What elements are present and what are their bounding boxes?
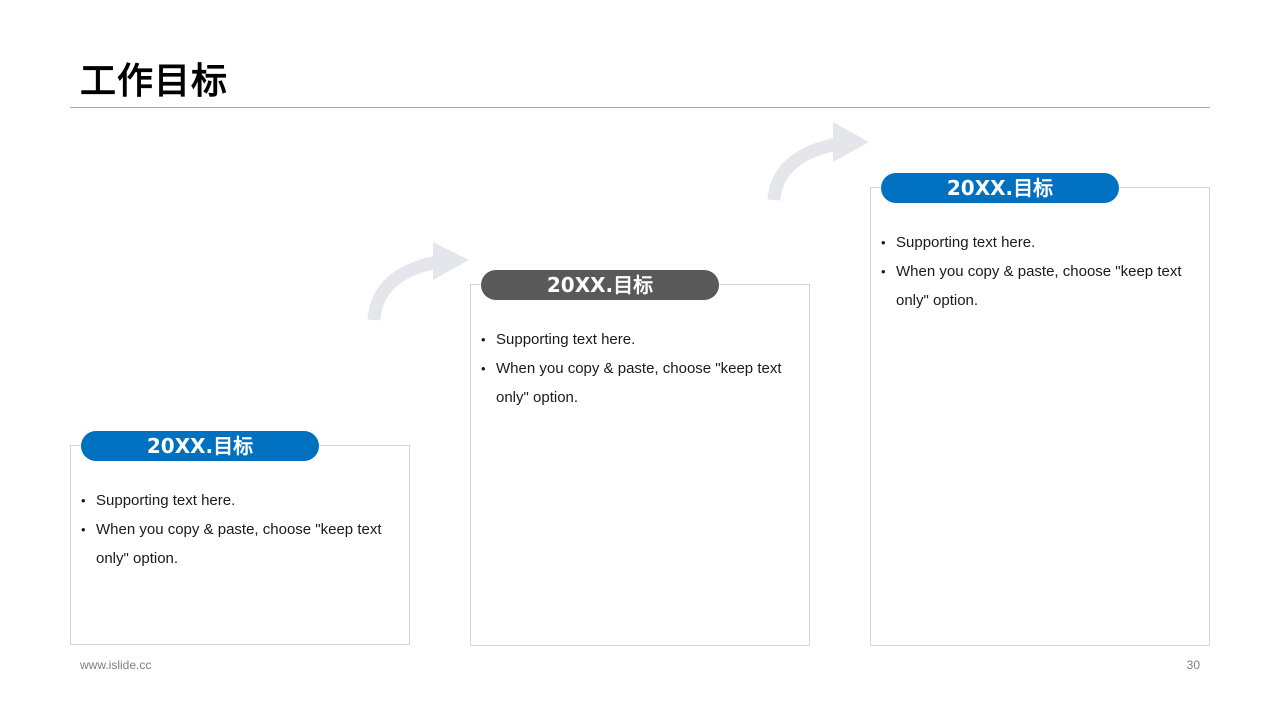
bullet-text: Supporting text here. bbox=[896, 234, 1036, 251]
goal-label-pill: 20XX.目标 bbox=[481, 270, 719, 300]
bullet-item: • Supporting text here. bbox=[881, 228, 1203, 257]
curved-arrow-icon bbox=[767, 122, 869, 201]
goal-bullet-list: • Supporting text here. • When you copy & … bbox=[81, 486, 403, 573]
goal-bullet-list: • Supporting text here. • When you copy & … bbox=[881, 228, 1203, 315]
bullet-item: • Supporting text here. bbox=[81, 486, 403, 515]
page-title: 工作目标 bbox=[80, 61, 229, 102]
bullet-dot-icon: • bbox=[481, 332, 486, 347]
title-divider bbox=[70, 107, 1210, 108]
footer-url[interactable]: www.islide.cc bbox=[80, 658, 152, 672]
goal-bullet-list: • Supporting text here. • When you copy & … bbox=[481, 325, 803, 412]
page-number: 30 bbox=[1186, 658, 1200, 672]
bullet-item: • Supporting text here. bbox=[481, 325, 803, 354]
goal-label-pill: 20XX.目标 bbox=[881, 173, 1119, 203]
curved-arrow-icon bbox=[367, 242, 469, 321]
goal-label-pill: 20XX.目标 bbox=[81, 431, 319, 461]
bullet-item: • When you copy & paste, choose "keep tex… bbox=[881, 257, 1203, 315]
bullet-dot-icon: • bbox=[81, 522, 86, 537]
bullet-text: Supporting text here. bbox=[96, 492, 236, 509]
bullet-text: When you copy & paste, choose "keep text… bbox=[496, 360, 782, 406]
goal-card-1: 20XX.目标 • Supporting text here. • When you… bbox=[70, 431, 410, 645]
bullet-item: • When you copy & paste, choose "keep tex… bbox=[81, 515, 403, 573]
bullet-dot-icon: • bbox=[881, 264, 886, 279]
bullet-dot-icon: • bbox=[881, 235, 886, 250]
bullet-item: • When you copy & paste, choose "keep tex… bbox=[481, 354, 803, 412]
goal-card-2: 20XX.目标 • Supporting text here. • When you… bbox=[470, 270, 810, 646]
bullet-dot-icon: • bbox=[81, 493, 86, 508]
bullet-text: When you copy & paste, choose "keep text… bbox=[96, 521, 382, 567]
goal-card-3: 20XX.目标 • Supporting text here. • When you… bbox=[870, 173, 1210, 646]
bullet-text: When you copy & paste, choose "keep text… bbox=[896, 263, 1182, 309]
bullet-text: Supporting text here. bbox=[496, 331, 636, 348]
bullet-dot-icon: • bbox=[481, 361, 486, 376]
